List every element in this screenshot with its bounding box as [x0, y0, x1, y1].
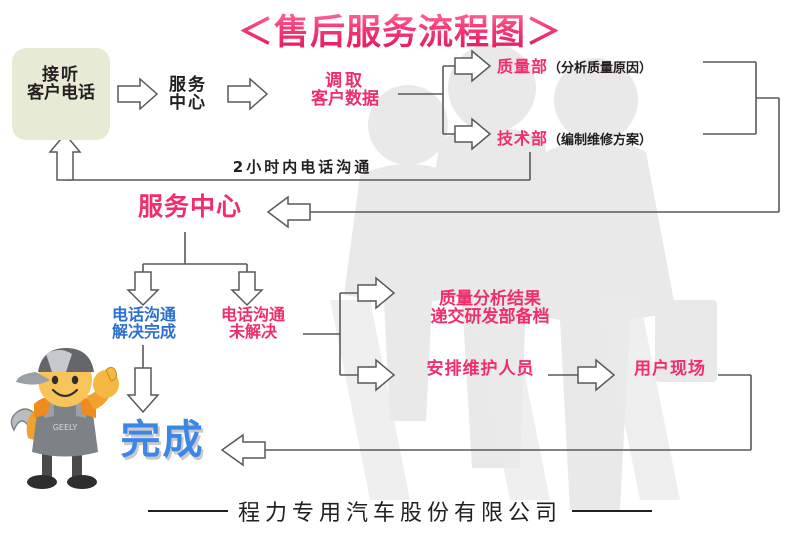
service-center-top-line1: 服务 [169, 75, 207, 95]
service-center-mid-label: 服务中心 [137, 192, 242, 221]
intake-label: 接听 客户电话 [12, 66, 110, 102]
page-title: ＜售后服务流程图＞ [238, 4, 562, 55]
arrow-to-tech-dept [454, 117, 492, 151]
arrow-intake-to-center [117, 77, 159, 111]
user-site-label: 用户现场 [634, 359, 706, 379]
fetch-data-line2: 客户数据 [311, 89, 379, 110]
arrow-to-done [220, 433, 266, 467]
arrow-to-unresolved [230, 271, 264, 307]
tech-department-label: 技术部（编制维修方案） [497, 125, 652, 149]
footer-company-name: 程力专用汽车股份有限公司 [237, 501, 562, 526]
phone-resolved-line1: 电话沟通 [111, 305, 176, 324]
arrow-feedback-to-center [266, 195, 311, 229]
intake-label-line2: 客户电话 [27, 83, 95, 104]
qa-result-line2: 递交研发部备档 [430, 307, 550, 328]
arrow-resolved-to-done [126, 367, 160, 414]
tech-department-note: （编制维修方案） [548, 133, 653, 148]
phone-resolved-label: 电话沟通 解决完成 [96, 305, 192, 341]
arrange-staff-label: 安排维护人员 [426, 359, 535, 379]
phone-unresolved-line2: 未解决 [228, 321, 277, 341]
arrow-to-arrange-staff [357, 358, 396, 392]
service-center-top-label: 服务 中心 [157, 76, 219, 112]
phone-unresolved-label: 电话沟通 未解决 [205, 305, 301, 341]
arrow-back-to-intake [48, 132, 82, 181]
fetch-customer-data-label: 调取 客户数据 [290, 72, 400, 108]
arrow-to-qa-result [357, 276, 396, 310]
quality-department-note: （分析质量原因） [548, 61, 653, 76]
footer-rule-left [147, 510, 228, 512]
done-label: 完成 [120, 417, 205, 463]
intake-label-line1: 接听 [42, 65, 80, 85]
arrow-to-resolved [126, 271, 160, 307]
quality-analysis-result-label: 质量分析结果 递交研发部备档 [405, 290, 575, 326]
two-hour-note-label: 2小时内电话沟通 [232, 158, 373, 176]
tech-department-name: 技术部 [497, 129, 549, 148]
mascot-brand-text: GEELY [53, 423, 78, 432]
phone-resolved-line2: 解决完成 [111, 321, 176, 341]
service-center-top-line2: 中心 [169, 93, 207, 114]
quality-department-label: 质量部（分析质量原因） [497, 53, 652, 77]
phone-unresolved-line1: 电话沟通 [220, 305, 285, 324]
fetch-data-line1: 调取 [325, 71, 365, 91]
arrow-to-user-site [577, 358, 616, 392]
qa-result-line1: 质量分析结果 [439, 289, 541, 309]
mechanic-mascot-icon: GEELY [10, 348, 119, 489]
arrow-to-quality-dept [454, 49, 492, 83]
quality-department-name: 质量部 [497, 57, 549, 76]
footer: 程力专用汽车股份有限公司 [0, 494, 800, 528]
footer-rule-right [572, 510, 652, 512]
arrow-center-to-fetch [227, 77, 269, 111]
